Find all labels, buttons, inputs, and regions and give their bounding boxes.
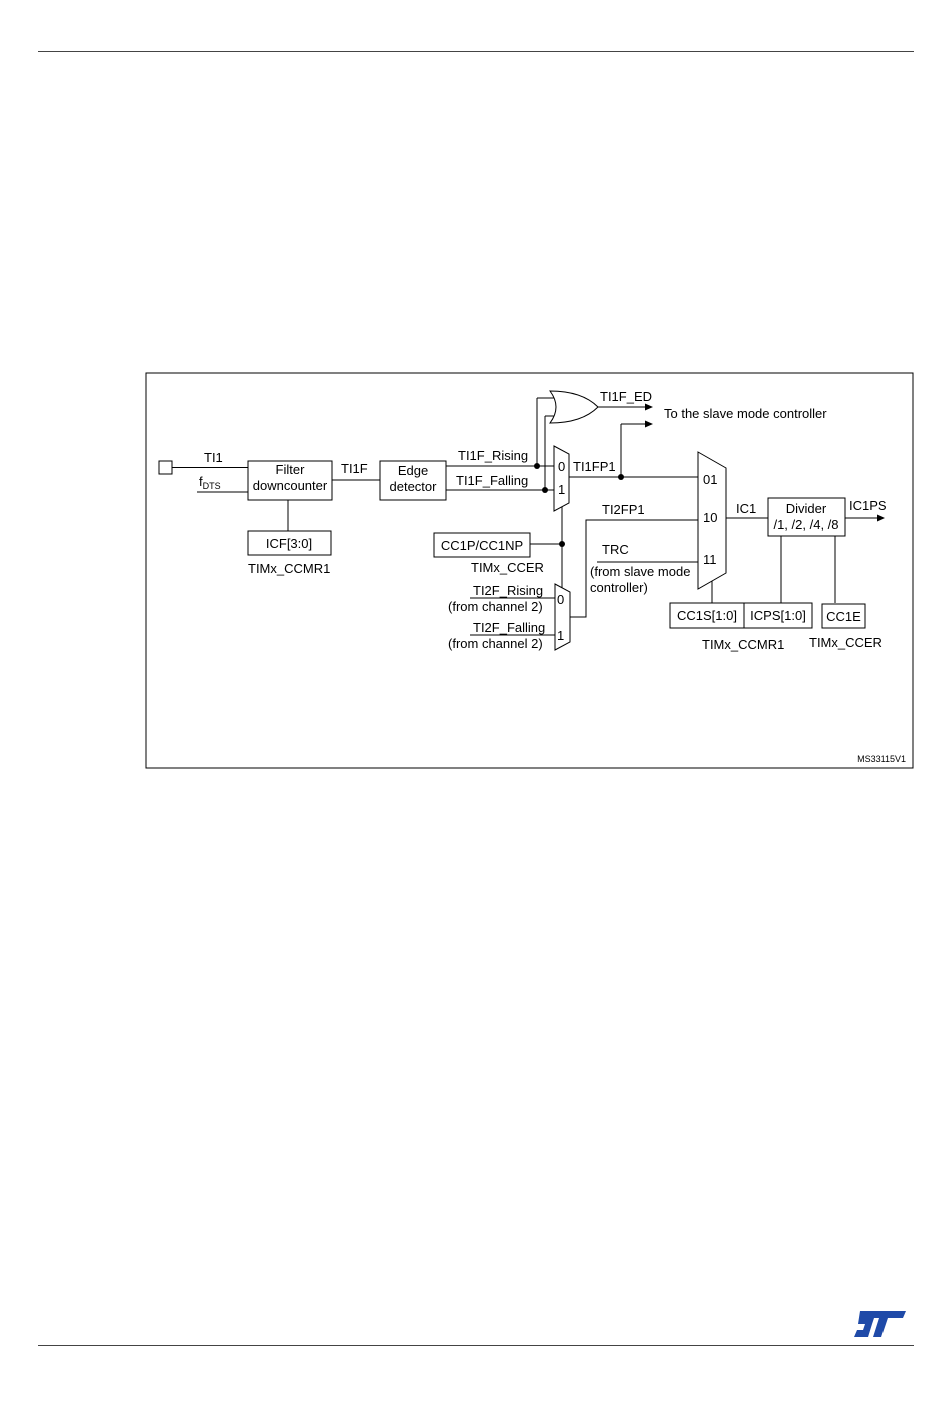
ti1f-rising-label: TI1F_Rising: [458, 448, 528, 463]
edge-label-1: Edge: [398, 463, 428, 478]
ccmr1-label-b: TIMx_CCMR1: [702, 637, 784, 652]
trc-source-1: (from slave mode: [590, 564, 690, 579]
ti1fp1-label: TI1FP1: [573, 459, 616, 474]
ti1f-label: TI1F: [341, 461, 368, 476]
mux3-in01: 01: [703, 472, 717, 487]
divider-label-2: /1, /2, /4, /8: [773, 517, 838, 532]
footer-rule: [38, 1345, 914, 1346]
mux2-in1: 1: [557, 628, 564, 643]
ti1f-ed-arrow: [645, 403, 653, 411]
filter-label-2: downcounter: [253, 478, 328, 493]
ic1ps-arrow: [877, 514, 885, 522]
ti1f-ed-label: TI1F_ED: [600, 389, 652, 404]
figure-id: MS33115V1: [857, 754, 906, 764]
icf-label: ICF[3:0]: [266, 536, 312, 551]
ic1-select-mux: [697, 451, 727, 590]
mux2-in0: 0: [557, 592, 564, 607]
divider-label-1: Divider: [786, 501, 827, 516]
trc-source-2: controller): [590, 580, 648, 595]
ccer-label-b: TIMx_CCER: [809, 635, 882, 650]
header-rule: [38, 51, 914, 52]
cc1e-label: CC1E: [826, 609, 861, 624]
from-ch2-label-a: (from channel 2): [448, 599, 543, 614]
mux3-in10: 10: [703, 510, 717, 525]
mux1-in1: 1: [558, 482, 565, 497]
fdts-label: fDTS: [199, 474, 221, 491]
ccmr1-label-a: TIMx_CCMR1: [248, 561, 330, 576]
ic1-label: IC1: [736, 501, 756, 516]
cc1p-junction: [559, 541, 565, 547]
slave-mode-label: To the slave mode controller: [664, 406, 827, 421]
st-logo-icon: [854, 1311, 906, 1337]
ti2f-rising-label: TI2F_Rising: [473, 583, 543, 598]
mux1-in0: 0: [558, 459, 565, 474]
from-ch2-label-b: (from channel 2): [448, 636, 543, 651]
ti1-label: TI1: [204, 450, 223, 465]
trc-label: TRC: [602, 542, 629, 557]
ccer-label-a: TIMx_CCER: [471, 560, 544, 575]
ti2f-falling-label: TI2F_Falling: [473, 620, 545, 635]
cc1p-register: [433, 532, 531, 558]
icps-label: ICPS[1:0]: [750, 608, 806, 623]
cc1e-register: [821, 603, 866, 629]
input-pin: [158, 460, 173, 475]
filter-label-1: Filter: [276, 462, 306, 477]
or-gate: [549, 390, 599, 424]
ti1f-falling-label: TI1F_Falling: [456, 473, 528, 488]
edge-detector-block: [379, 460, 447, 501]
cc1s-register: [669, 602, 745, 629]
mux3-in11: 11: [703, 552, 717, 567]
polarity-mux-2: [554, 583, 571, 651]
icf-register: [247, 530, 332, 556]
cc1p-label: CC1P/CC1NP: [441, 538, 523, 553]
slave-mode-arrow: [645, 420, 653, 428]
polarity-mux: [553, 445, 570, 512]
ti2fp1-label: TI2FP1: [602, 502, 645, 517]
ic1ps-label: IC1PS: [849, 498, 887, 513]
diagram-frame: [145, 372, 914, 769]
divider-block: [767, 497, 846, 537]
icps-register: [743, 602, 813, 629]
cc1s-label: CC1S[1:0]: [677, 608, 737, 623]
edge-label-2: detector: [390, 479, 438, 494]
ti2fp1-wire: [570, 519, 698, 618]
